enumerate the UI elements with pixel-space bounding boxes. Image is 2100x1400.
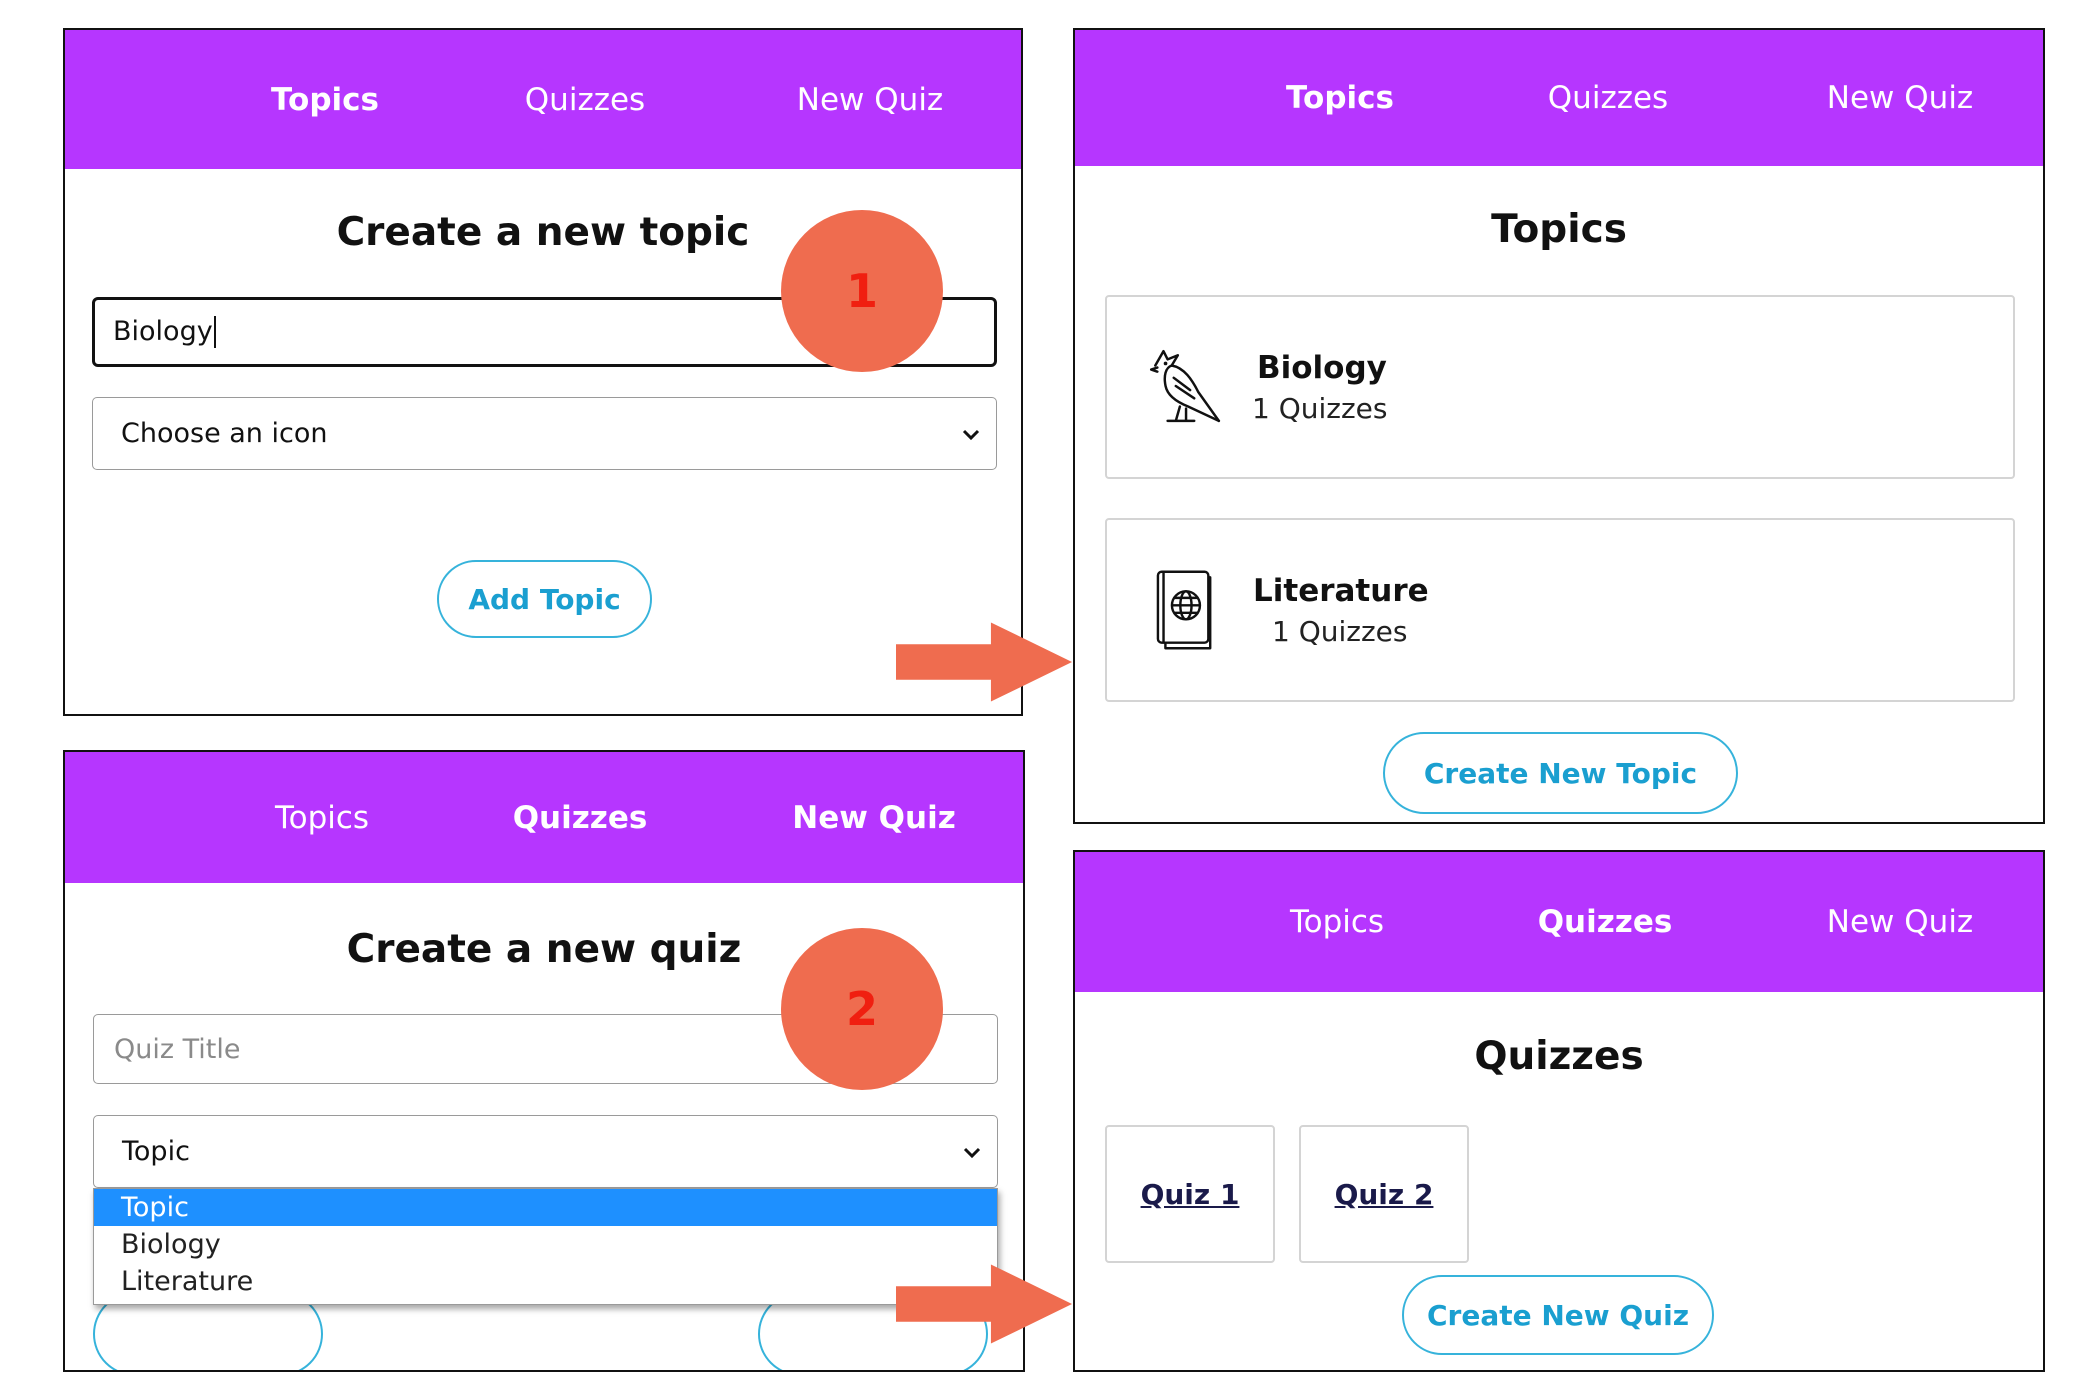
- nav-quizzes[interactable]: Quizzes: [1547, 80, 1669, 116]
- nav-new-quiz[interactable]: New Quiz: [796, 81, 944, 118]
- quiz-title-placeholder: Quiz Title: [114, 1033, 241, 1065]
- topic-quiz-count: 1 Quizzes: [1272, 615, 1408, 648]
- topic-option[interactable]: Biology: [121, 1229, 221, 1260]
- nav-quizzes[interactable]: Quizzes: [524, 81, 646, 118]
- quiz-card[interactable]: Quiz 2: [1299, 1125, 1469, 1263]
- nav-new-quiz[interactable]: New Quiz: [1826, 80, 1974, 116]
- topic-name-value: Biology: [113, 315, 213, 347]
- bird-icon: [1149, 349, 1221, 423]
- topic-name: Biology: [1257, 350, 1387, 386]
- nav-topics[interactable]: Topics: [274, 799, 370, 836]
- create-new-topic-button[interactable]: Create New Topic: [1383, 732, 1738, 814]
- new-quiz-panel: Topics Quizzes New Quiz Create a new qui…: [63, 750, 1025, 1372]
- nav-bar: Topics Quizzes New Quiz: [1075, 30, 2043, 166]
- nav-topics[interactable]: Topics: [271, 81, 379, 118]
- new-topic-panel: Topics Quizzes New Quiz Create a new top…: [63, 28, 1023, 716]
- nav-quizzes[interactable]: Quizzes: [1537, 904, 1673, 940]
- topic-card-biology[interactable]: Biology 1 Quizzes: [1105, 295, 2015, 479]
- icon-select[interactable]: Choose an icon: [92, 397, 997, 470]
- arrow-right-icon: [896, 622, 1073, 702]
- topic-option[interactable]: Literature: [121, 1266, 254, 1297]
- nav-topics[interactable]: Topics: [1286, 80, 1394, 116]
- nav-bar: Topics Quizzes New Quiz: [65, 752, 1023, 883]
- quizzes-panel: Topics Quizzes New Quiz Quizzes Quiz 1 Q…: [1073, 850, 2045, 1372]
- topic-option[interactable]: Topic: [94, 1189, 997, 1226]
- book-globe-icon: [1156, 570, 1212, 650]
- nav-topics[interactable]: Topics: [1289, 904, 1385, 940]
- nav-quizzes[interactable]: Quizzes: [512, 799, 648, 836]
- nav-new-quiz[interactable]: New Quiz: [1826, 904, 1974, 940]
- create-new-quiz-button[interactable]: Create New Quiz: [1402, 1275, 1714, 1355]
- step-badge: 1: [781, 210, 943, 372]
- text-caret: [213, 316, 216, 349]
- quiz-link[interactable]: Quiz 2: [1334, 1177, 1434, 1211]
- nav-new-quiz[interactable]: New Quiz: [792, 799, 956, 836]
- chevron-down-icon: [963, 1147, 981, 1158]
- page-title: Quizzes: [1474, 1034, 1644, 1079]
- topic-options-list[interactable]: Topic Biology Literature: [93, 1188, 998, 1305]
- nav-bar: Topics Quizzes New Quiz: [1075, 852, 2043, 992]
- topic-select[interactable]: Topic: [93, 1115, 998, 1188]
- arrow-right-icon: [896, 1264, 1073, 1344]
- page-title: Topics: [1491, 207, 1627, 252]
- page-title: Create a new topic: [336, 210, 750, 255]
- step-badge: 2: [781, 928, 943, 1090]
- topic-card-literature[interactable]: Literature 1 Quizzes: [1105, 518, 2015, 702]
- add-topic-button[interactable]: Add Topic: [437, 560, 652, 638]
- nav-bar: Topics Quizzes New Quiz: [65, 30, 1021, 169]
- chevron-down-icon: [962, 429, 980, 440]
- icon-select-value: Choose an icon: [121, 418, 328, 449]
- topic-quiz-count: 1 Quizzes: [1252, 392, 1388, 425]
- topics-panel: Topics Quizzes New Quiz Topics Biology 1…: [1073, 28, 2045, 824]
- topic-name: Literature: [1253, 573, 1429, 609]
- cancel-button[interactable]: [93, 1292, 323, 1370]
- quiz-card[interactable]: Quiz 1: [1105, 1125, 1275, 1263]
- quiz-link[interactable]: Quiz 1: [1140, 1177, 1240, 1211]
- page-title: Create a new quiz: [346, 927, 742, 972]
- topic-select-value: Topic: [122, 1136, 190, 1167]
